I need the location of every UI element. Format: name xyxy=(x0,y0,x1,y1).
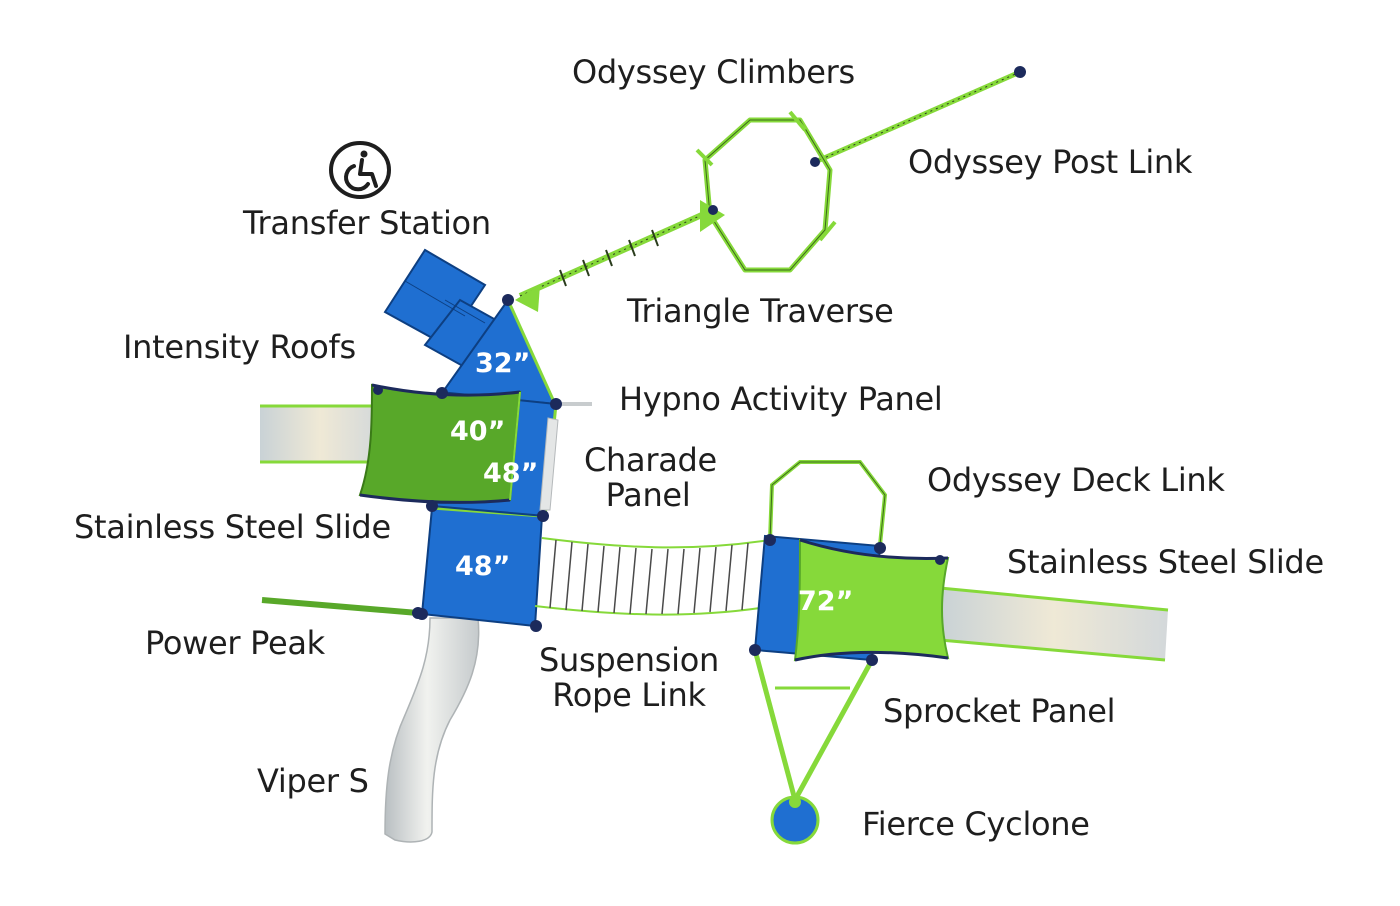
odyssey-deck-link xyxy=(768,460,888,546)
label-suspension-rope-link-line2: Rope Link xyxy=(552,676,706,715)
deck-height-32: 32” xyxy=(475,348,530,379)
label-charade-panel-line2: Panel xyxy=(605,476,691,515)
power-peak xyxy=(261,597,424,619)
label-odyssey-deck-link: Odyssey Deck Link xyxy=(927,461,1225,499)
label-stainless-steel-slide-right: Stainless Steel Slide xyxy=(1007,543,1324,581)
deck-height-48-upper: 48” xyxy=(483,458,538,489)
label-charade-panel-line1: Charade xyxy=(584,441,717,479)
transfer-station xyxy=(383,248,507,372)
label-odyssey-climbers: Odyssey Climbers xyxy=(572,53,855,91)
label-suspension-rope-link-line1: Suspension xyxy=(539,641,719,679)
label-power-peak: Power Peak xyxy=(145,624,325,662)
posts xyxy=(373,294,945,666)
deck-72 xyxy=(753,534,950,662)
wheelchair-accessibility-icon xyxy=(329,141,391,199)
stainless-steel-slide-left xyxy=(260,404,380,464)
label-suspension-rope-link: Suspension Rope Link xyxy=(537,641,721,715)
label-viper-s: Viper S xyxy=(257,762,369,800)
label-transfer-station: Transfer Station xyxy=(243,204,491,242)
odyssey-climbers xyxy=(695,110,837,273)
odyssey-post-link xyxy=(810,66,1026,167)
charade-panel xyxy=(539,417,559,511)
deck-height-72: 72” xyxy=(798,586,853,617)
label-fierce-cyclone: Fierce Cyclone xyxy=(862,805,1090,843)
fierce-cyclone xyxy=(752,649,875,845)
label-charade-panel: Charade Panel xyxy=(584,441,717,515)
label-hypno-activity-panel: Hypno Activity Panel xyxy=(619,380,943,418)
label-triangle-traverse: Triangle Traverse xyxy=(627,292,894,330)
deck-height-48-lower: 48” xyxy=(455,551,510,582)
label-stainless-steel-slide-left: Stainless Steel Slide xyxy=(74,508,391,546)
label-odyssey-post-link: Odyssey Post Link xyxy=(908,143,1193,181)
viper-s-slide xyxy=(384,617,480,843)
label-sprocket-panel: Sprocket Panel xyxy=(883,692,1116,730)
suspension-rope-link xyxy=(534,537,771,616)
triangle-traverse xyxy=(515,200,725,312)
label-intensity-roofs: Intensity Roofs xyxy=(123,328,356,366)
stainless-steel-slide-right xyxy=(939,586,1169,662)
deck-height-40: 40” xyxy=(450,416,505,447)
